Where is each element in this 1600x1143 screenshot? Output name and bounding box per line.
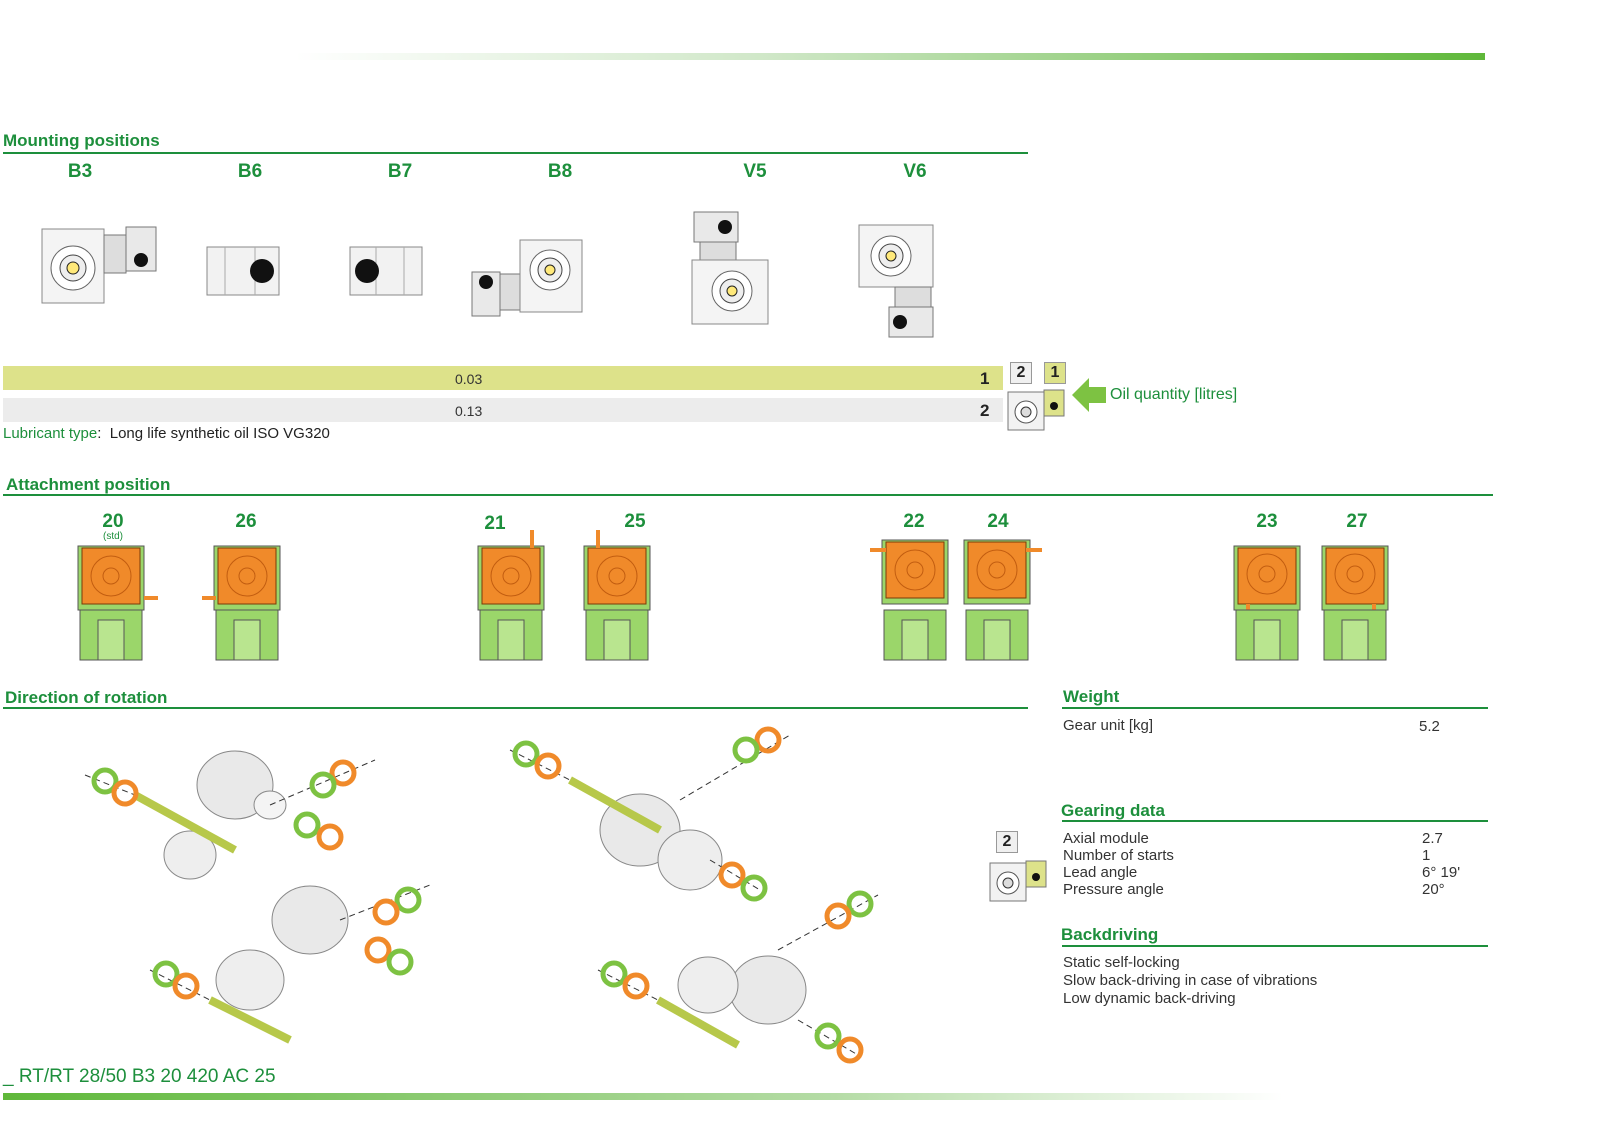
- attach-20-drawing: [77, 545, 158, 661]
- footer-gradient-bar: [3, 1093, 1283, 1100]
- oil-row-2-index: 2: [980, 401, 990, 420]
- attach-26-drawing: [202, 545, 281, 661]
- mount-label-v5: V5: [743, 161, 767, 182]
- attach-21-drawing: [477, 530, 545, 661]
- weight-row-label: Gear unit [kg]: [1063, 717, 1154, 734]
- lubricant-line: Lubricant type: Long life synthetic oil …: [3, 425, 330, 442]
- oil-quantity-label: Oil quantity [litres]: [1110, 386, 1238, 403]
- lubricant-value: Long life synthetic oil ISO VG320: [109, 425, 330, 442]
- lubricant-label: Lubricant type: [3, 425, 98, 442]
- mount-label-b3: B3: [67, 161, 93, 182]
- mount-b3-drawing: [41, 226, 157, 304]
- rotation-diagram-2: [149, 884, 431, 1044]
- gearing-data-title: Gearing data: [1061, 801, 1165, 820]
- backdriving-line: Slow back-driving in case of vibrations: [1063, 972, 1318, 989]
- rotation-diagram-1: [84, 750, 376, 880]
- backdriving-line: Low dynamic back-driving: [1063, 990, 1236, 1007]
- mount-b7-drawing: [349, 246, 423, 296]
- oil-row-1-value: 0.03: [455, 371, 483, 387]
- gearing-badge-2: 2: [996, 831, 1018, 853]
- mount-b8-drawing: [471, 239, 583, 317]
- attach-label-22: 22: [903, 511, 925, 532]
- attach-label-20: 20: [102, 511, 124, 532]
- attach-25-drawing: [583, 530, 651, 661]
- attach-label-24: 24: [987, 511, 1009, 532]
- lubricant-colon: :: [97, 425, 102, 442]
- mounting-positions-title: Mounting positions: [3, 131, 160, 150]
- mounting-positions-rule: [3, 152, 1028, 154]
- backdriving-title: Backdriving: [1061, 925, 1159, 944]
- mount-v6-drawing: [858, 224, 934, 338]
- direction-of-rotation-title: Direction of rotation: [5, 688, 168, 707]
- attach-std-note: (std): [103, 531, 123, 542]
- attachment-position-rule: [3, 494, 1493, 496]
- footer-product-code: _ RT/RT 28/50 B3 20 420 AC 25: [3, 1066, 276, 1087]
- mount-label-b8: B8: [547, 161, 573, 182]
- attach-24-drawing: [963, 539, 1042, 661]
- backdriving-rule: [1062, 945, 1488, 947]
- gearing-row-label: Axial module: [1063, 830, 1149, 847]
- oil-badge-1: 1: [1044, 362, 1066, 384]
- weight-row-value: 5.2: [1419, 718, 1440, 735]
- direction-of-rotation-rule: [3, 707, 1028, 709]
- gearing-row-label: Number of starts: [1063, 847, 1174, 864]
- weight-rule: [1062, 707, 1488, 709]
- arrow-left-icon: [1072, 378, 1106, 412]
- attach-22-drawing: [870, 539, 949, 661]
- mount-label-b6: B6: [237, 161, 263, 182]
- oil-badge-2: 2: [1010, 362, 1032, 384]
- attach-27-drawing: [1321, 545, 1389, 661]
- attach-label-25: 25: [624, 511, 646, 532]
- attach-label-23: 23: [1256, 511, 1278, 532]
- gearing-row-value: 20°: [1422, 881, 1445, 898]
- rotation-diagram-4: [597, 890, 879, 1064]
- gearing-row-label: Lead angle: [1063, 864, 1138, 881]
- attach-label-21: 21: [484, 513, 506, 534]
- attach-23-drawing: [1233, 545, 1301, 661]
- gearing-gearbox-icon: [989, 860, 1047, 902]
- header-gradient-bar: [295, 53, 1485, 60]
- rotation-diagram-3: [509, 726, 791, 902]
- gearing-row-value: 2.7: [1422, 830, 1443, 847]
- oil-row-1-index: 1: [980, 369, 990, 388]
- gearing-row-value: 6° 19': [1422, 864, 1461, 881]
- mount-b6-drawing: [206, 246, 280, 296]
- backdriving-line: Static self-locking: [1063, 954, 1180, 971]
- oil-row-2-bar: [3, 398, 1003, 422]
- attachment-position-title: Attachment position: [6, 475, 171, 494]
- oil-row-1-bar: [3, 366, 1003, 390]
- gearing-data-rule: [1062, 820, 1488, 822]
- mount-label-v6: V6: [903, 161, 927, 182]
- oil-gearbox-icon: [1007, 389, 1065, 431]
- gearing-row-value: 1: [1422, 847, 1431, 864]
- oil-row-2-value: 0.13: [455, 403, 483, 419]
- attach-label-26: 26: [235, 511, 257, 532]
- weight-title: Weight: [1063, 687, 1120, 706]
- gearing-row-label: Pressure angle: [1063, 881, 1164, 898]
- attach-label-27: 27: [1346, 511, 1368, 532]
- mount-v5-drawing: [691, 211, 769, 325]
- mount-label-b7: B7: [387, 161, 413, 182]
